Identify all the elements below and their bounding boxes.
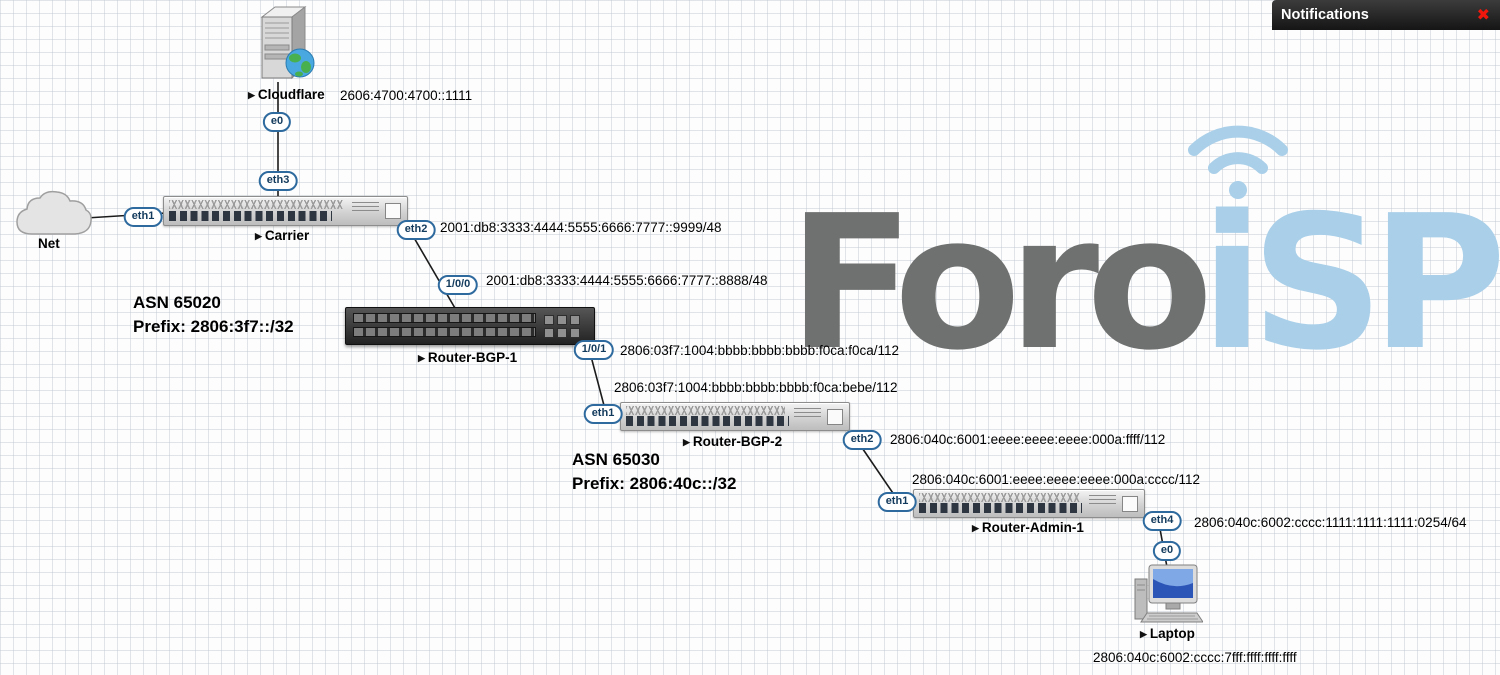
router-slot-rows	[353, 313, 536, 341]
device-label-router-bgp-1[interactable]: ▶Router-BGP-1	[418, 350, 517, 365]
device-name-laptop: Laptop	[1149, 626, 1195, 641]
device-label-router-bgp-2[interactable]: ▶Router-BGP-2	[683, 434, 782, 449]
ip-label-bgp2-eth1[interactable]: 2806:03f7:1004:bbbb:bbbb:bbbb:f0ca:bebe/…	[614, 380, 898, 395]
switch-psu-module	[1122, 495, 1138, 512]
notifications-title: Notifications	[1281, 7, 1369, 23]
running-triangle-icon: ▶	[972, 522, 979, 533]
switch-psu-module	[827, 408, 843, 425]
ip-label-laptop[interactable]: 2806:040c:6002:cccc:7fff:ffff:ffff:ffff	[1093, 650, 1297, 665]
switch-brand-marks	[1089, 495, 1116, 506]
switch-port-row	[919, 503, 1082, 513]
switch-brand-marks	[352, 202, 379, 213]
router-rear-ports	[544, 315, 586, 341]
ip-label-bgp1-1-0-0[interactable]: 2001:db8:3333:4444:5555:6666:7777::8888/…	[486, 273, 768, 288]
running-triangle-icon: ▶	[683, 436, 690, 447]
running-triangle-icon: ▶	[418, 352, 425, 363]
device-label-router-admin-1[interactable]: ▶Router-Admin-1	[972, 520, 1084, 535]
laptop-icon[interactable]	[1133, 563, 1203, 625]
net-cloud-icon[interactable]	[12, 188, 92, 240]
asn-65030-prefix-line: Prefix: 2806:40c::/32	[572, 474, 737, 493]
ip-label-carrier-eth2[interactable]: 2001:db8:3333:4444:5555:6666:7777::9999/…	[440, 220, 722, 235]
port-badge-bgp1-1-0-0[interactable]: 1/0/0	[437, 275, 479, 295]
ip-label-bgp2-eth2[interactable]: 2806:040c:6001:eeee:eeee:eeee:000a:ffff/…	[890, 432, 1166, 447]
port-badge-carrier-eth1[interactable]: eth1	[123, 207, 163, 227]
device-label-laptop[interactable]: ▶Laptop	[1140, 626, 1195, 641]
running-triangle-icon: ▶	[248, 89, 255, 100]
router-bgp-1-device[interactable]	[345, 307, 595, 345]
asn-65020-prefix-line: Prefix: 2806:3f7::/32	[133, 317, 294, 336]
ip-label-bgp1-1-0-1[interactable]: 2806:03f7:1004:bbbb:bbbb:bbbb:f0ca:f0ca/…	[620, 343, 899, 358]
globe-icon	[285, 48, 315, 78]
port-badge-bgp2-eth2[interactable]: eth2	[842, 430, 882, 450]
ip-label-admin1-eth1[interactable]: 2806:040c:6001:eeee:eeee:eeee:000a:cccc/…	[912, 472, 1200, 487]
device-name-cloudflare: Cloudflare	[257, 87, 325, 102]
device-name-router-bgp-1: Router-BGP-1	[427, 350, 518, 365]
port-badge-admin1-eth1[interactable]: eth1	[877, 492, 917, 512]
switch-port-row	[626, 416, 789, 426]
device-label-cloudflare[interactable]: ▶Cloudflare	[248, 87, 325, 102]
asn-65020-line: ASN 65020	[133, 293, 221, 312]
switch-port-row	[169, 211, 332, 221]
switch-psu-module	[385, 203, 401, 219]
wifi-signal-icon	[1188, 125, 1288, 199]
device-name-carrier: Carrier	[264, 228, 310, 243]
port-badge-bgp2-eth1[interactable]: eth1	[583, 404, 623, 424]
annotation-asn-65030[interactable]: ASN 65030 Prefix: 2806:40c::/32	[572, 448, 736, 496]
router-admin-1-device[interactable]	[913, 489, 1145, 518]
switch-faceplate-pattern	[919, 493, 1080, 502]
port-badge-carrier-eth2[interactable]: eth2	[396, 220, 436, 240]
running-triangle-icon: ▶	[1140, 628, 1147, 639]
running-triangle-icon: ▶	[255, 230, 262, 241]
notifications-panel-header[interactable]: Notifications ✖	[1272, 0, 1500, 30]
device-label-carrier[interactable]: ▶Carrier	[255, 228, 309, 243]
asn-65030-line: ASN 65030	[572, 450, 660, 469]
device-name-net: Net	[38, 236, 60, 251]
close-icon[interactable]: ✖	[1476, 5, 1490, 24]
port-badge-bgp1-1-0-1[interactable]: 1/0/1	[573, 340, 615, 360]
watermark-foro-text: Foro	[788, 175, 1213, 391]
cloudflare-server-icon[interactable]	[252, 4, 322, 88]
device-name-router-bgp-2: Router-BGP-2	[692, 434, 783, 449]
switch-faceplate-pattern	[626, 406, 785, 415]
port-badge-carrier-eth3[interactable]: eth3	[258, 171, 298, 191]
switch-brand-marks	[794, 408, 821, 419]
device-label-net[interactable]: Net	[38, 236, 60, 251]
annotation-asn-65020[interactable]: ASN 65020 Prefix: 2806:3f7::/32	[133, 291, 294, 339]
switch-faceplate-pattern	[169, 200, 343, 209]
ip-label-cloudflare[interactable]: 2606:4700:4700::1111	[340, 88, 473, 103]
port-badge-admin1-eth4[interactable]: eth4	[1142, 511, 1182, 531]
ip-label-admin1-eth4[interactable]: 2806:040c:6002:cccc:1111:1111:1111:0254/…	[1194, 515, 1467, 530]
device-name-router-admin-1: Router-Admin-1	[981, 520, 1084, 535]
watermark-isp-text: iSP	[1200, 175, 1500, 391]
port-badge-cloudflare-e0[interactable]: e0	[262, 112, 292, 132]
foroisp-watermark: ForoiSP	[788, 191, 1500, 376]
carrier-switch-device[interactable]	[163, 196, 408, 226]
port-badge-laptop-e0[interactable]: e0	[1152, 541, 1182, 561]
router-bgp-2-device[interactable]	[620, 402, 850, 431]
